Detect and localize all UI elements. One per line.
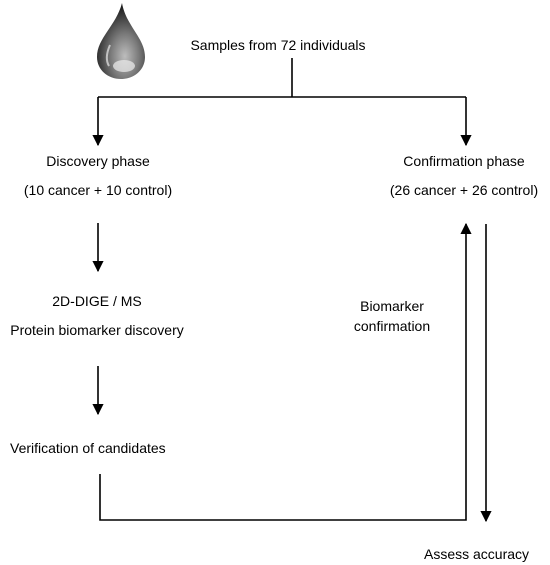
discovery-phase-subtitle: (10 cancer + 10 control) [23, 182, 173, 198]
confirmation-phase-subtitle: (26 cancer + 26 control) [389, 182, 539, 198]
method-label: 2D-DIGE / MS [52, 293, 142, 309]
verification-to-confirmation-line [99, 222, 472, 521]
assess-accuracy-label: Assess accuracy [424, 546, 530, 562]
biomarker-label: Biomarker [360, 298, 424, 314]
drop-icon [97, 3, 145, 79]
confirmation-phase-title: Confirmation phase [403, 153, 525, 169]
samples-title: Samples from 72 individuals [190, 37, 366, 53]
method-description: Protein biomarker discovery [10, 322, 184, 338]
discovery-phase-title: Discovery phase [46, 153, 150, 169]
verification-label: Verification of candidates [10, 440, 166, 456]
biomarker-confirmation-label: confirmation [353, 318, 431, 334]
